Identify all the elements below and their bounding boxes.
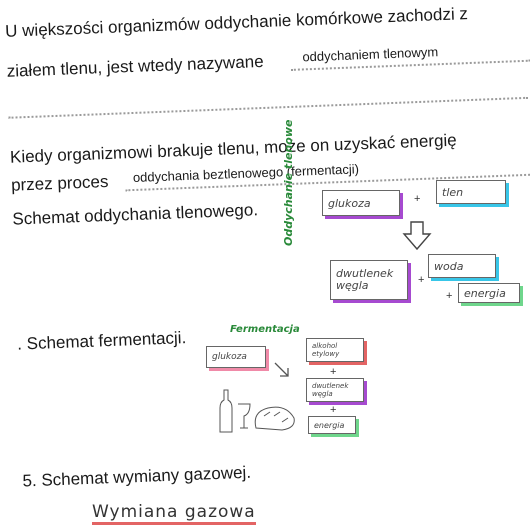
glucose-label: glukoza [328,196,371,210]
oxygen-box: tlen [436,180,506,204]
co2-box: dwutlenek węgla [330,260,408,300]
glucose-box: glukoza [322,190,400,216]
arrow-icon [274,362,289,377]
answer-1-text[interactable]: oddychaniem tlenowym [302,44,439,65]
ferment-co2-box: dwutlenek węgla [306,378,364,402]
plus-sign: + [414,193,421,205]
ferment-glucose-label: glukoza [212,352,247,362]
alcohol-label: alkohol etylowy [312,342,340,358]
question-2-line-a: Kiedy organizmowi brakuje tlenu, może on… [9,130,458,167]
question-3-heading: Schemat oddychania tlenowego. [12,200,259,229]
ferment-co2-label: dwutlenek węgla [312,382,349,398]
plus-sign: + [330,366,337,378]
ferment-glucose-box: glukoza [206,346,266,368]
plus-sign: + [446,290,453,302]
question-1-line-b: ziałem tlenu, jest wtedy nazywane [6,51,264,81]
question-4-heading: . Schemat fermentacji. [16,328,187,354]
aerobic-side-label: Oddychanie tlenowe [282,119,295,246]
ferment-energy-label: energia [314,420,345,430]
co2-label: dwutlenek węgla [336,267,394,292]
plus-sign: + [330,404,337,416]
energy-label: energia [464,286,506,300]
plus-sign: + [418,274,425,286]
water-box: woda [428,254,496,278]
energy-box: energia [458,283,520,303]
blank-dotted-line [8,96,529,119]
water-label: woda [434,259,464,273]
bottle-and-bread-illustration [219,389,295,433]
ferment-energy-box: energia [308,416,356,434]
down-arrow-icon [402,221,432,251]
gas-exchange-heading: Wymiana gazowa [92,502,256,525]
fermentation-title: Fermentacja [230,324,300,335]
alcohol-box: alkohol etylowy [306,338,364,362]
oxygen-label: tlen [442,185,464,199]
question-1-line-a: U większości organizmów oddychanie komór… [4,4,469,41]
question-2-line-b: przez proces [10,171,109,195]
question-5-heading: 5. Schemat wymiany gazowej. [22,462,252,491]
